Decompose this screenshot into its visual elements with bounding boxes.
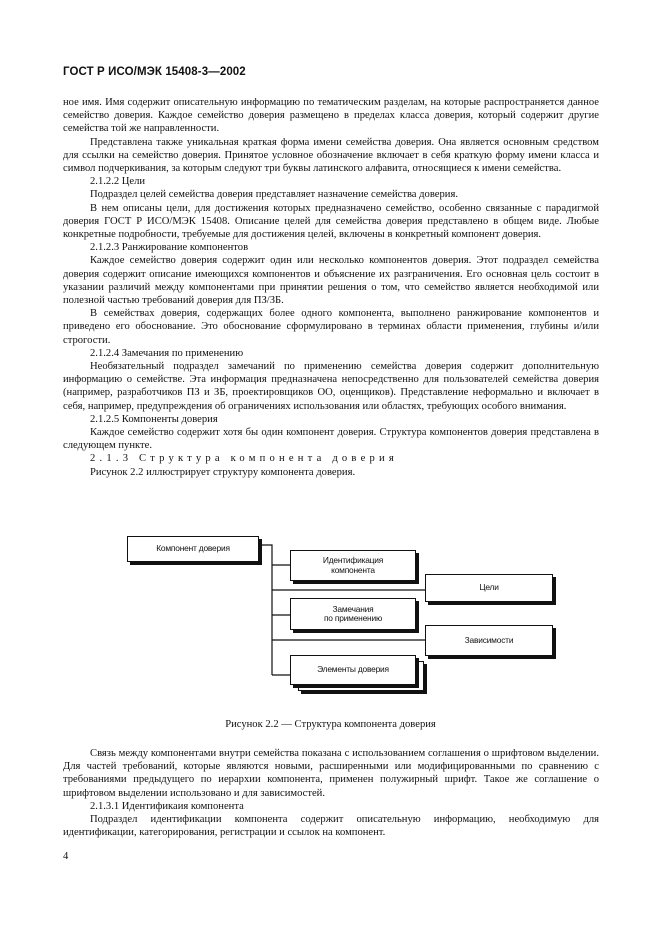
block1-paragraph-7: В семействах доверия, содержащих более о… — [63, 308, 599, 346]
identification-label-line1: Идентификация — [322, 555, 384, 565]
block1-paragraph-6: Каждое семейство доверия содержит один и… — [63, 255, 599, 307]
connector-lines — [259, 544, 425, 676]
block2-paragraph-2: Подраздел идентификации компонента содер… — [63, 814, 599, 839]
block1-paragraph-2: 2.1.2.2 Цели — [90, 176, 146, 188]
block1-paragraph-4: В нем описаны цели, для достижения котор… — [63, 202, 599, 241]
block1-paragraph-9: Необязательный подраздел замечаний по пр… — [63, 361, 599, 412]
identification-label-line2: компонента — [331, 564, 375, 575]
component-structure-diagram: Компонент доверия Идентификация компонен… — [60, 528, 600, 718]
main-trunk-line — [259, 544, 273, 675]
notes-label-line2: по применению — [323, 613, 383, 623]
elements-box: Элементы доверия — [290, 655, 416, 685]
dependencies-label: Зависимости — [464, 634, 514, 645]
block2-paragraph-0: Связь между компонентами внутри семейств… — [63, 748, 599, 799]
block1-paragraph-5: 2.1.2.3 Ранжирование компонентов — [90, 242, 249, 254]
body-text-lower: Связь между компонентами внутри семейств… — [63, 747, 599, 839]
block1-paragraph-3: Подраздел целей семейства доверия предст… — [90, 189, 458, 201]
notes-label-line1: Замечания — [332, 603, 374, 614]
figure-caption: Рисунок 2.2 — Структура компонента довер… — [225, 719, 436, 730]
notes-box: Замечания по применению — [290, 598, 416, 630]
dependencies-box: Зависимости — [425, 625, 553, 656]
goals-box: Цели — [425, 574, 553, 602]
block1-paragraph-13: Рисунок 2.2 иллюстрирует структуру компо… — [90, 466, 356, 478]
block1-paragraph-10: 2.1.2.5 Компоненты доверия — [90, 413, 218, 425]
page-number: 4 — [63, 851, 69, 862]
identification-box: Идентификация компонента — [290, 550, 416, 581]
block1-paragraph-12: 2.1.3 Структура компонента доверия — [90, 453, 398, 465]
component-box-label: Компонент доверия — [156, 543, 230, 554]
block1-paragraph-8: 2.1.2.4 Замечания по применению — [90, 347, 244, 359]
block1-paragraph-11: Каждое семейство содержит хотя бы один к… — [63, 427, 599, 452]
block1-paragraph-0: ное имя. Имя содержит описательную инфор… — [63, 97, 599, 135]
document-header: ГОСТ Р ИСО/МЭК 15408-3—2002 — [63, 66, 246, 78]
goals-label: Цели — [479, 582, 499, 593]
block1-paragraph-1: Представлена также уникальная краткая фо… — [63, 136, 599, 175]
elements-label: Элементы доверия — [317, 664, 389, 675]
body-text-upper: ное имя. Имя содержит описательную инфор… — [63, 96, 599, 479]
component-box: Компонент доверия — [127, 536, 259, 562]
block2-paragraph-1: 2.1.3.1 Идентификаия компонента — [90, 800, 244, 812]
